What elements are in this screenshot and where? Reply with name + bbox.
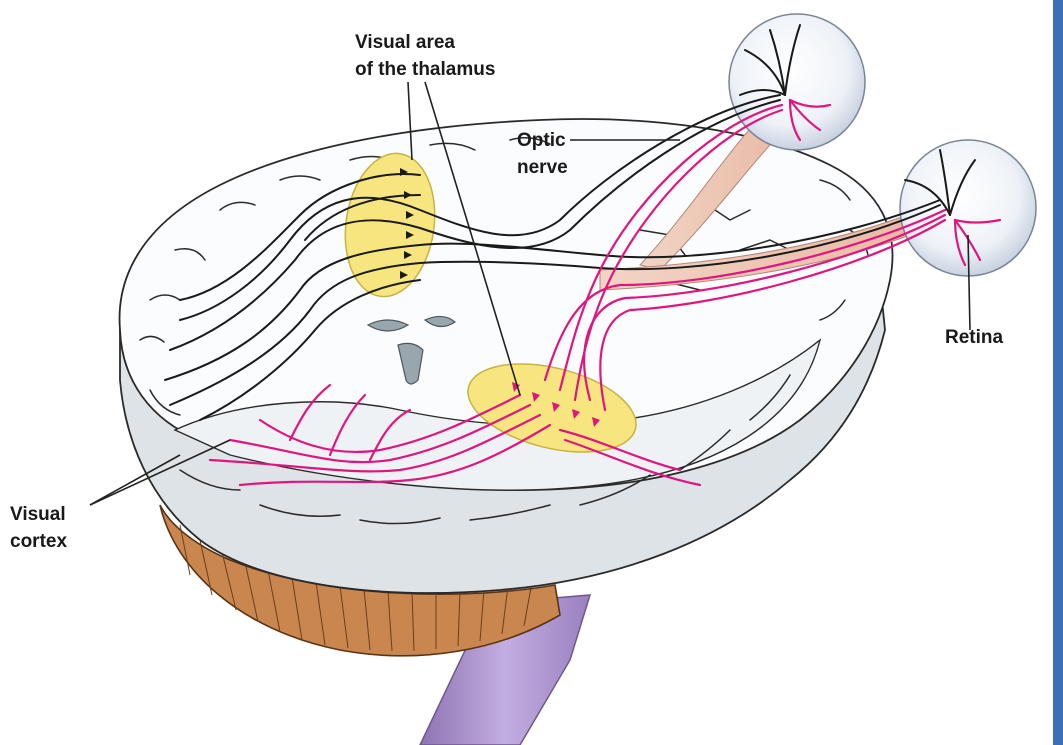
label-cortex-line2: cortex [10,531,67,552]
label-retina: Retina [945,327,1004,348]
eyeball-upper [728,13,866,151]
label-cortex-line1: Visual [10,504,66,525]
cerebellum [159,504,561,657]
brain-gyri [139,137,869,525]
black-arrowheads [400,168,414,279]
label-optic-line1: Optic [517,130,566,151]
label-optic-line2: nerve [517,157,568,178]
thalamus-upper-nucleus [344,152,436,298]
ventricles [366,315,457,385]
label-thalamus-line1: Visual area [355,32,455,53]
pathway-black-fibers [164,94,941,421]
eye-fibers-magenta [788,98,1002,267]
label-thalamus-line2: of the thalamus [355,59,495,80]
leader-lines [89,81,971,506]
pathway-magenta-fibers [208,103,947,487]
cerebellum-folia [179,524,533,652]
eye-fibers-black [739,24,976,216]
brain-cut-section [173,338,822,491]
eyeball-lower [899,139,1037,277]
magenta-arrowheads [512,382,600,427]
right-edge-bar [1053,0,1063,745]
